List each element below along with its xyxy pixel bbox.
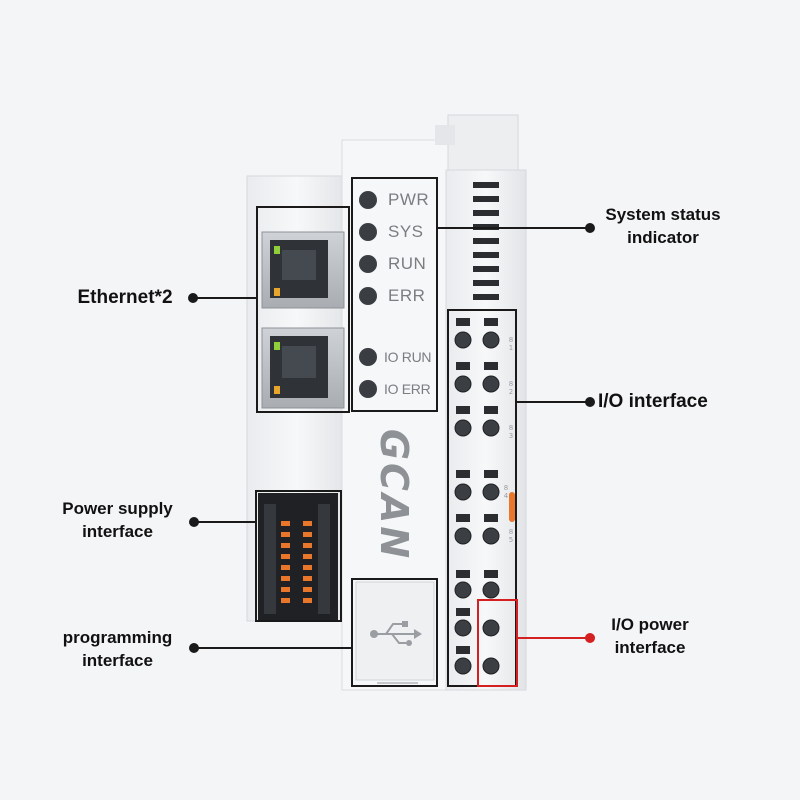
led-label-pwr: PWR xyxy=(388,190,430,209)
led-label-io-err: IO ERR xyxy=(384,381,431,397)
led-io-err xyxy=(359,380,377,398)
leader-dots xyxy=(188,223,595,653)
top-clip-tab xyxy=(435,125,455,145)
led-label-sys: SYS xyxy=(388,222,424,241)
led-label-run: RUN xyxy=(388,254,427,273)
top-clip xyxy=(447,114,519,176)
status-leds xyxy=(359,191,377,398)
orange-latch xyxy=(509,492,515,522)
ethernet-port-1[interactable] xyxy=(261,231,345,309)
callout-system-status: System status indicator xyxy=(588,203,738,249)
callout-programming-line1: programming xyxy=(62,628,173,647)
ethernet-port-2[interactable] xyxy=(261,327,345,409)
box-ethernet xyxy=(256,206,350,413)
callout-system-status-line1: System status xyxy=(605,205,721,224)
callout-power-supply-line1: Power supply xyxy=(62,499,173,518)
led-err xyxy=(359,287,377,305)
callout-ethernet: Ethernet*2 xyxy=(77,287,173,308)
rj45-led-green-2 xyxy=(274,342,280,350)
led-pwr xyxy=(359,191,377,209)
box-power-supply xyxy=(255,490,342,622)
box-status-leds xyxy=(351,177,438,412)
callout-io-power: I/O power interface xyxy=(590,613,710,659)
callout-io-power-line2: interface xyxy=(614,638,686,657)
callout-power-supply: Power supply interface xyxy=(40,497,195,543)
led-label-err: ERR xyxy=(388,286,426,305)
brand-logo-text: GCAN xyxy=(372,428,416,562)
callout-programming: programming interface xyxy=(40,626,195,672)
led-label-io-run: IO RUN xyxy=(384,349,432,365)
usb-icon xyxy=(370,621,422,646)
box-usb xyxy=(351,578,438,687)
vent-slots xyxy=(473,182,499,300)
power-supply-connector[interactable] xyxy=(258,493,338,621)
led-sys xyxy=(359,223,377,241)
led-run xyxy=(359,255,377,273)
usb-port[interactable] xyxy=(355,581,435,684)
callout-io-interface: I/O interface xyxy=(598,391,708,412)
callout-io-power-line1: I/O power xyxy=(611,615,689,634)
leader-dot-io-power xyxy=(585,633,595,643)
leader-lines xyxy=(193,227,590,649)
io-terminal-sockets[interactable] xyxy=(454,318,515,675)
box-io-power xyxy=(477,599,518,687)
callout-programming-line2: interface xyxy=(82,651,153,670)
led-io-run xyxy=(359,348,377,366)
rj45-led-amber-2 xyxy=(274,386,280,394)
rj45-led-green-1 xyxy=(274,246,280,254)
rj45-led-amber-1 xyxy=(274,288,280,296)
callout-power-supply-line2: interface xyxy=(82,522,153,541)
callout-system-status-line2: indicator xyxy=(627,228,699,247)
